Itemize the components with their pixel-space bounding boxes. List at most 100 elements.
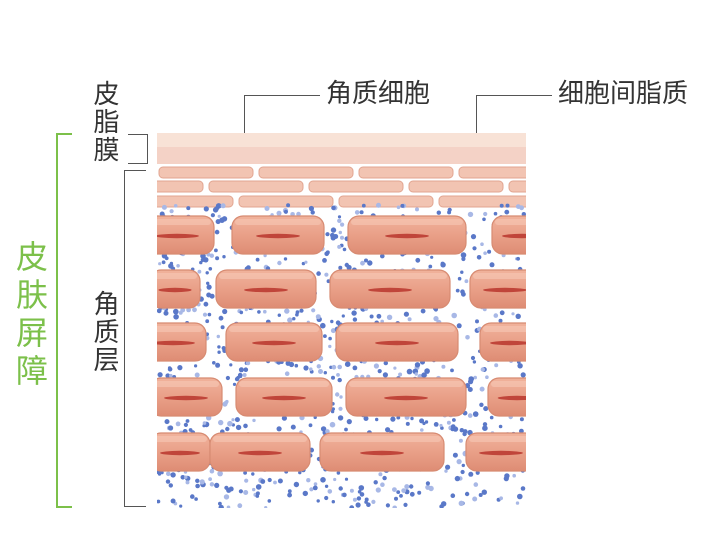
lipid-dot bbox=[286, 203, 291, 208]
lipid-dot bbox=[255, 484, 262, 490]
lipid-dot bbox=[344, 427, 348, 432]
lipid-dot bbox=[337, 377, 342, 383]
cell-highlight bbox=[483, 326, 526, 332]
lipid-dot bbox=[364, 500, 368, 504]
lipid-dot bbox=[186, 307, 192, 313]
lipid-dot bbox=[440, 261, 445, 266]
cell-nucleus-remnant bbox=[385, 233, 429, 239]
cell-nucleus-remnant bbox=[368, 287, 412, 293]
upper-corneocyte-flakes bbox=[157, 166, 526, 208]
lipid-dot bbox=[276, 426, 282, 432]
lipid-dot bbox=[382, 372, 388, 378]
lipid-dot bbox=[337, 244, 342, 249]
cell-highlight bbox=[235, 219, 321, 225]
lipid-dot bbox=[176, 264, 180, 268]
lipid-dot bbox=[168, 425, 174, 431]
lipid-dot bbox=[478, 493, 483, 497]
lipid-dot bbox=[227, 420, 233, 427]
sebum-film-band-2 bbox=[157, 147, 526, 164]
lipid-dot bbox=[352, 497, 357, 502]
lipid-dot bbox=[465, 335, 470, 340]
lipid-dot bbox=[273, 480, 277, 485]
lipid-dot bbox=[511, 312, 515, 316]
lipid-dot bbox=[232, 382, 237, 386]
lipid-dot bbox=[223, 400, 228, 405]
lipid-dot bbox=[450, 493, 456, 499]
lipid-dot bbox=[385, 427, 391, 433]
lipid-dot bbox=[450, 424, 456, 429]
lipid-dot bbox=[205, 319, 210, 324]
lipid-dot bbox=[331, 500, 335, 504]
lipid-dot bbox=[288, 361, 295, 368]
lipid-dot bbox=[325, 232, 330, 237]
lipid-dot bbox=[287, 492, 292, 498]
lipid-dot bbox=[458, 500, 464, 506]
lipid-dot bbox=[349, 505, 355, 508]
lipid-dot bbox=[405, 421, 410, 426]
lipid-dot bbox=[460, 252, 467, 258]
lipid-dot bbox=[252, 418, 256, 423]
lipid-dot bbox=[165, 373, 171, 379]
lipid-dot bbox=[346, 419, 352, 425]
lipid-dot bbox=[420, 428, 424, 432]
lipid-dot bbox=[358, 485, 365, 491]
lipid-dot bbox=[475, 319, 479, 324]
lipid-dot bbox=[421, 372, 427, 378]
lipid-dot bbox=[203, 301, 209, 307]
lipid-dot bbox=[328, 336, 332, 341]
cell-highlight bbox=[239, 381, 329, 387]
lipid-dot bbox=[461, 463, 465, 468]
lipid-dot bbox=[467, 211, 474, 218]
lipid-dot bbox=[446, 420, 451, 425]
lipid-dot bbox=[331, 364, 337, 370]
lipid-dot bbox=[482, 422, 488, 427]
flat-corneocyte bbox=[458, 166, 526, 179]
lipid-dot bbox=[284, 308, 290, 314]
lipid-dot bbox=[467, 413, 473, 418]
lipid-dot bbox=[371, 499, 376, 504]
lipid-dot bbox=[433, 316, 439, 322]
cell-highlight bbox=[469, 436, 526, 442]
corneocyte-leader-h bbox=[244, 95, 320, 96]
lipid-dot bbox=[487, 249, 492, 254]
sebum-label: 皮脂膜 bbox=[89, 80, 119, 164]
lipid-dot bbox=[320, 477, 326, 483]
lipid-dot bbox=[380, 319, 385, 324]
lipid-dot bbox=[369, 314, 374, 319]
lipid-dot bbox=[489, 262, 495, 268]
lipid-dot bbox=[206, 281, 210, 285]
lipid-dot bbox=[161, 204, 167, 210]
lipid-dot bbox=[214, 248, 218, 253]
lipid-dot bbox=[217, 214, 221, 218]
cell-highlight bbox=[339, 326, 455, 332]
lipid-dot bbox=[173, 204, 178, 208]
lipid-dot bbox=[277, 260, 282, 266]
lipid-dot bbox=[225, 426, 230, 432]
sebum-film-band-1 bbox=[157, 133, 526, 147]
lipid-dot bbox=[255, 257, 260, 262]
lipid-dot bbox=[340, 222, 345, 227]
lipid-dot bbox=[170, 472, 176, 478]
cell-nucleus-remnant bbox=[252, 340, 296, 346]
lipid-dot bbox=[161, 260, 166, 265]
lipid-dot bbox=[428, 264, 433, 269]
flat-corneocyte bbox=[338, 195, 434, 208]
lipid-dot bbox=[472, 360, 477, 364]
lipid-dot bbox=[476, 254, 482, 260]
cell-nucleus-remnant bbox=[490, 340, 526, 346]
lipid-dot bbox=[373, 480, 378, 485]
stratum-corneum-bracket-spine bbox=[124, 170, 125, 507]
lipid-dot bbox=[226, 505, 231, 508]
lipid-dot bbox=[428, 485, 434, 492]
lipid-dot bbox=[316, 271, 321, 276]
lipid-dot bbox=[331, 205, 336, 211]
lipid-dot bbox=[401, 488, 407, 493]
lipid-dot bbox=[208, 267, 213, 271]
lipid-dot bbox=[166, 471, 171, 477]
lipid-dot bbox=[260, 479, 266, 484]
lipid-dot bbox=[459, 428, 464, 433]
lipid-dot bbox=[302, 490, 308, 497]
lipid-dot bbox=[504, 209, 510, 215]
lipid-dot bbox=[516, 256, 520, 261]
lipid-dot bbox=[367, 260, 373, 266]
